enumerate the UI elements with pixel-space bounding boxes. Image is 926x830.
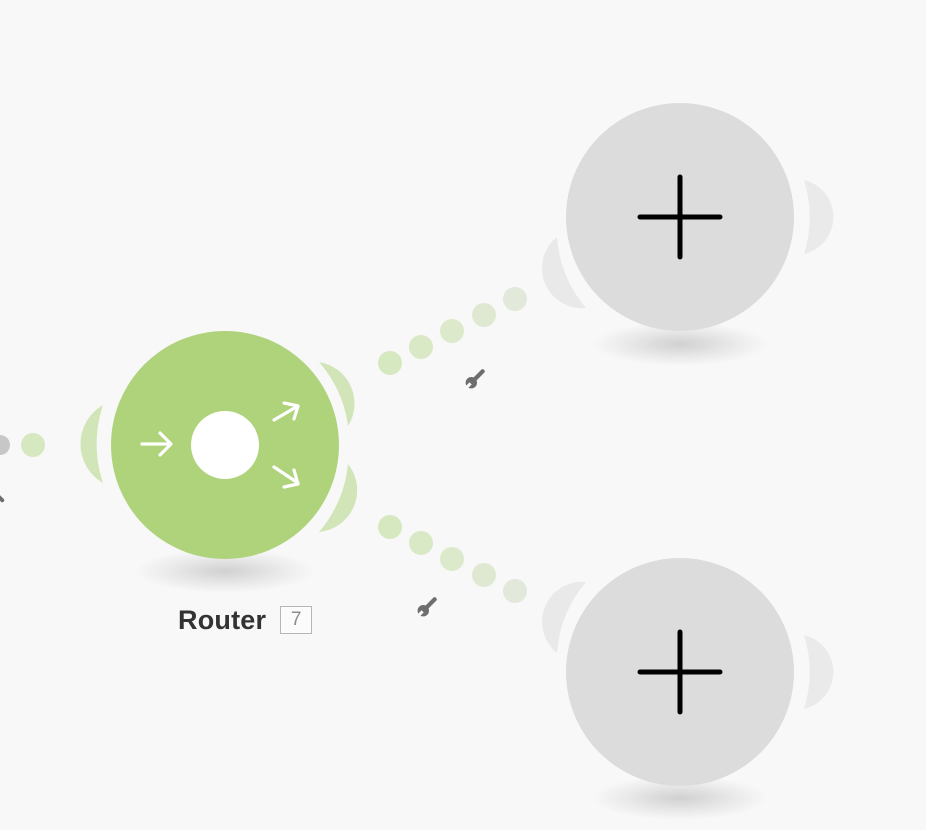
module-shadow [592,322,768,366]
arrow-right-icon [140,431,173,457]
empty-module-2[interactable] [542,558,834,820]
link-dot [440,319,464,343]
module-id-badge: 7 [280,606,313,634]
link-dot [378,351,402,375]
empty-module-input-port[interactable] [542,237,586,309]
empty-module-output-port[interactable] [804,635,834,709]
router-input-port[interactable] [80,405,103,483]
module-shadow [135,549,315,593]
link-dot [472,303,496,327]
empty-module-output-port[interactable] [804,180,834,254]
link-dot [409,335,433,359]
plus-icon[interactable] [637,174,723,260]
link-dot [503,287,527,311]
router-module[interactable] [80,331,358,593]
link-dot [409,531,433,555]
wrench-icon[interactable] [462,366,488,392]
module-shadow [592,776,768,820]
wrench-icon[interactable] [0,481,7,506]
plus-icon[interactable] [637,629,723,715]
link-dot [21,433,45,457]
router-output-port-1[interactable] [319,362,355,426]
arrow-up-right-icon [272,401,300,422]
link-dot [440,547,464,571]
router-output-port-2[interactable] [319,464,358,532]
route-link-1[interactable] [378,287,527,375]
empty-module-input-port[interactable] [542,581,586,653]
link-dot [378,515,402,539]
router-label[interactable]: Router 7 [178,602,313,638]
wrench-icon[interactable] [414,594,440,620]
module-name: Router [178,604,267,635]
arrow-down-right-icon [272,465,300,489]
route-link-2[interactable] [378,515,527,603]
link-dot [472,563,496,587]
link-dot [503,579,527,603]
router-hub [191,411,259,479]
incoming-link[interactable] [0,433,45,457]
link-dot [0,435,10,455]
empty-module-1[interactable] [542,103,834,366]
